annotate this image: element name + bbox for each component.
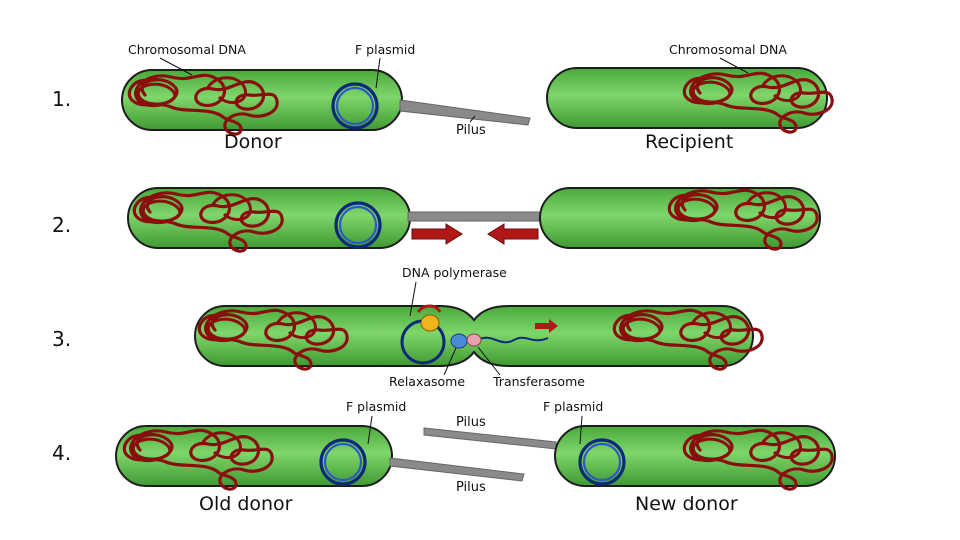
label-transferasome: Transferasome [492, 374, 585, 389]
step-number: 4. [52, 441, 71, 465]
step-number: 1. [52, 87, 71, 111]
step-number: 2. [52, 213, 71, 237]
arrow-right-icon [411, 223, 463, 245]
step-number: 3. [52, 327, 71, 351]
dna-polymerase-shape [420, 314, 440, 332]
label-relaxasome: Relaxasome [389, 374, 465, 389]
pilus [399, 99, 531, 126]
new-donor-label: New donor [635, 493, 738, 515]
step-1: 1. Chromosomal DNA F plasmid Chromosomal… [52, 42, 834, 153]
old-donor-label: Old donor [199, 493, 293, 515]
label-f-plasmid-right: F plasmid [543, 399, 603, 414]
donor-label: Donor [224, 131, 282, 153]
label-pilus-bottom: Pilus [456, 480, 486, 495]
pilus [407, 211, 543, 222]
curved-arrow-icon [416, 304, 442, 314]
step-2: 2. [52, 187, 821, 253]
relaxasome-shape [450, 333, 468, 349]
pilus-bottom [389, 457, 525, 482]
label-chromosomal-dna: Chromosomal DNA [128, 42, 246, 57]
label-dna-polymerase: DNA polymerase [402, 265, 507, 280]
transferasome-shape [466, 333, 482, 347]
label-f-plasmid: F plasmid [355, 42, 415, 57]
arrow-left-icon [487, 223, 539, 245]
step-4: 4. F plasmid F plasmid Pilus Pilus Old d… [52, 399, 836, 515]
recipient-label: Recipient [645, 131, 733, 153]
arrow-right-icon [535, 319, 558, 333]
label-pilus-top: Pilus [456, 415, 486, 430]
label-pilus: Pilus [456, 123, 486, 138]
step-3: 3. DNA polymerase Relaxasome Transferaso… [52, 265, 764, 389]
pilus-top [423, 427, 557, 450]
label-chromosomal-dna-right: Chromosomal DNA [669, 42, 787, 57]
label-f-plasmid-left: F plasmid [346, 399, 406, 414]
